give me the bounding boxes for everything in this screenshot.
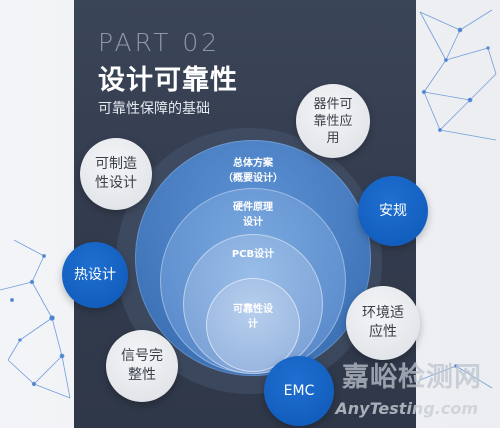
ring-reliability-label: 可靠性设 计 xyxy=(193,302,313,332)
bubble-signal-line1: 信号完 xyxy=(121,348,163,364)
bubble-manufacturability: 可制造 性设计 xyxy=(80,138,152,210)
ring-reliability xyxy=(206,278,300,372)
watermark-cn: 嘉峪检测网 xyxy=(342,362,482,393)
ring-hardware-schematic-label: 硬件原理 设计 xyxy=(193,200,313,230)
ring-pcb-label: PCB设计 xyxy=(231,249,275,260)
ring-overall-scheme-line2: （概要设计） xyxy=(223,173,283,184)
slide-title: 设计可靠性 xyxy=(98,65,238,96)
ring-hardware-schematic-line2: 设计 xyxy=(243,217,263,228)
bubble-component-reliability: 器件可 靠性应 用 xyxy=(296,84,370,158)
bubble-manufacturability-line2: 性设计 xyxy=(95,175,137,191)
bubble-environment-line2: 应性 xyxy=(369,324,397,340)
bubble-component-line2: 靠性应 xyxy=(313,113,353,129)
bubble-thermal: 热设计 xyxy=(62,242,128,308)
bubble-component-line1: 器件可 xyxy=(313,96,353,112)
watermark-en: AnyTesting.com xyxy=(335,399,478,418)
ring-overall-scheme-line1: 总体方案 xyxy=(233,158,273,169)
bubble-environment: 环境适 应性 xyxy=(346,286,420,360)
bubble-signal-line2: 整性 xyxy=(128,367,156,383)
ring-reliability-line1: 可靠性设 xyxy=(233,304,273,315)
bubble-manufacturability-line1: 可制造 xyxy=(95,156,137,172)
slide-subtitle: 可靠性保障的基础 xyxy=(98,101,210,117)
bubble-thermal-label: 热设计 xyxy=(74,266,116,283)
bubble-safety: 安规 xyxy=(358,176,428,246)
ring-hardware-schematic-line1: 硬件原理 xyxy=(233,202,273,213)
bubble-signal-integrity: 信号完 整性 xyxy=(106,330,178,402)
part-label: PART 02 xyxy=(98,28,221,57)
bubble-emc-label: EMC xyxy=(283,382,315,399)
bubble-component-line3: 用 xyxy=(326,130,340,146)
bubble-safety-label: 安规 xyxy=(379,202,407,219)
ring-overall-scheme-label: 总体方案 （概要设计） xyxy=(193,156,313,186)
ring-reliability-line2: 计 xyxy=(248,319,258,330)
bubble-environment-line1: 环境适 xyxy=(362,305,404,321)
bubble-emc: EMC xyxy=(264,356,334,426)
